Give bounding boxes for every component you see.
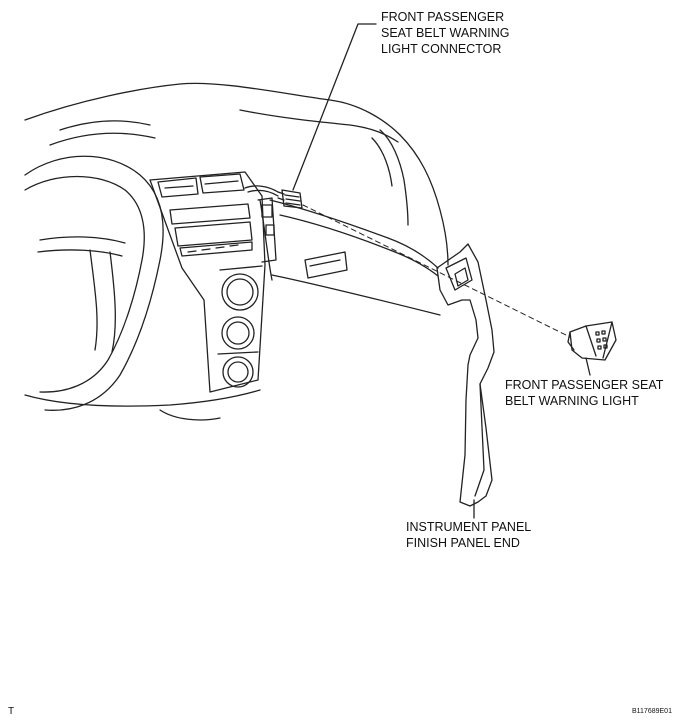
dashboard-outline bbox=[24, 82, 449, 316]
finish-panel-end bbox=[436, 243, 495, 507]
corner-mark: T bbox=[8, 706, 15, 717]
center-console bbox=[149, 171, 277, 393]
seat-belt-warning-light bbox=[567, 321, 617, 361]
figure-code: B117689E01 bbox=[632, 708, 672, 715]
seat-belt-light-connector bbox=[244, 185, 303, 209]
alignment-dashed-line bbox=[302, 204, 571, 338]
lower-dash bbox=[24, 389, 261, 421]
finish-panel-label-line-2: FINISH PANEL END bbox=[406, 536, 520, 550]
connector-label-line-2: SEAT BELT WARNING bbox=[381, 26, 510, 40]
connector-label-line-1: FRONT PASSENGER bbox=[381, 10, 505, 24]
connector-leader-line bbox=[292, 23, 377, 191]
warning-light-label: FRONT PASSENGER SEAT BELT WARNING LIGHT bbox=[505, 377, 663, 409]
connector-label: FRONT PASSENGER SEAT BELT WARNING LIGHT … bbox=[381, 9, 510, 57]
warning-light-label-line-2: BELT WARNING LIGHT bbox=[505, 394, 639, 408]
steering-wheel bbox=[24, 120, 164, 411]
finish-panel-label: INSTRUMENT PANEL FINISH PANEL END bbox=[406, 519, 531, 551]
light-leader-line bbox=[585, 357, 591, 376]
connector-label-line-3: LIGHT CONNECTOR bbox=[381, 42, 502, 56]
finish-panel-label-line-1: INSTRUMENT PANEL bbox=[406, 520, 532, 534]
warning-light-label-line-1: FRONT PASSENGER SEAT bbox=[505, 378, 664, 392]
glove-box bbox=[304, 251, 348, 279]
